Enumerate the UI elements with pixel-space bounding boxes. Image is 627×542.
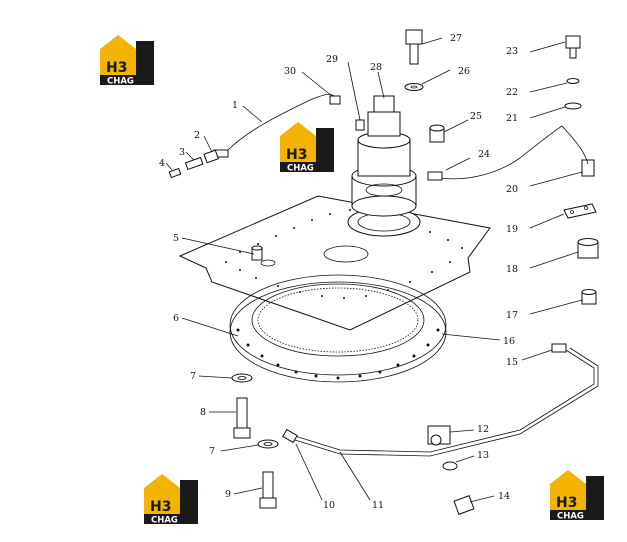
bolt-8 [233, 397, 251, 439]
callout-19: 19 [506, 224, 518, 235]
logo-line2: CHAG [107, 77, 134, 87]
turntable-plate [178, 195, 491, 331]
slewing-ring [229, 274, 447, 383]
callout-17: 17 [506, 310, 518, 321]
callout-2: 2 [194, 130, 200, 141]
logo-line1: H3 [286, 147, 307, 163]
callout-7-bottom: 7 [209, 446, 215, 457]
bolt-9 [259, 471, 277, 509]
callout-15: 15 [506, 357, 518, 368]
callout-3: 3 [179, 147, 185, 158]
plug-29 [355, 119, 365, 131]
callout-11: 11 [372, 500, 384, 511]
logo-line1: H3 [150, 499, 171, 515]
leader-lines [165, 37, 583, 503]
adapter-3 [184, 156, 204, 171]
plug-4 [168, 167, 182, 179]
callout-9: 9 [225, 489, 231, 500]
fitting-25 [429, 124, 445, 143]
callout-27: 27 [450, 33, 462, 44]
washer-26 [404, 83, 424, 91]
elbow-20 [581, 159, 595, 177]
callout-6: 6 [173, 313, 179, 324]
callout-25: 25 [470, 111, 482, 122]
callout-7-top: 7 [190, 371, 196, 382]
logo-line2: CHAG [151, 516, 178, 526]
washer-7-bottom [257, 439, 279, 449]
logo-line2: CHAG [287, 164, 314, 174]
callout-5: 5 [173, 233, 179, 244]
fitting-17 [581, 289, 597, 305]
callout-20: 20 [506, 184, 518, 195]
callout-14: 14 [498, 491, 510, 502]
swing-motor [347, 95, 421, 237]
callout-21: 21 [506, 113, 518, 124]
callout-28: 28 [370, 62, 382, 73]
callout-4: 4 [159, 158, 165, 169]
logo-bottom-right: H3 CHAG [550, 470, 604, 522]
callout-8: 8 [200, 407, 206, 418]
washer-21 [564, 102, 582, 110]
bolt-27 [405, 29, 423, 65]
nut-18 [577, 238, 599, 259]
washer-22 [566, 78, 580, 84]
bracket-12 [427, 425, 451, 446]
callout-10: 10 [323, 500, 335, 511]
callout-18: 18 [506, 264, 518, 275]
logo-line1: H3 [556, 495, 577, 511]
logo-bottom-left: H3 CHAG [144, 474, 198, 526]
fitting-10 [282, 428, 298, 444]
callout-22: 22 [506, 87, 518, 98]
sleeve-5 [251, 245, 263, 261]
callout-1: 1 [232, 100, 238, 111]
logo-top-left: H3 CHAG [100, 35, 154, 87]
fitting-14 [453, 495, 475, 515]
washer-13 [442, 461, 458, 471]
fitting-2 [203, 149, 219, 164]
fitting-30 [329, 95, 341, 105]
callout-12: 12 [477, 424, 489, 435]
callout-24: 24 [478, 149, 490, 160]
callout-13: 13 [477, 450, 489, 461]
hose-24 [427, 125, 589, 181]
callout-29: 29 [326, 54, 338, 65]
plate-19 [563, 203, 597, 219]
logo-center: H3 CHAG [280, 122, 334, 174]
grease-line-11 [294, 347, 599, 457]
washer-7-top [231, 373, 253, 383]
callout-23: 23 [506, 46, 518, 57]
logo-line2: CHAG [557, 512, 584, 522]
callout-labels: 1 2 3 4 5 6 7 7 8 9 10 11 12 13 14 15 16… [159, 33, 518, 511]
bolt-23 [565, 35, 581, 59]
callout-16: 16 [503, 336, 515, 347]
callout-30: 30 [284, 66, 296, 77]
callout-26: 26 [458, 66, 470, 77]
elbow-15 [551, 343, 567, 353]
logo-line1: H3 [106, 60, 127, 76]
